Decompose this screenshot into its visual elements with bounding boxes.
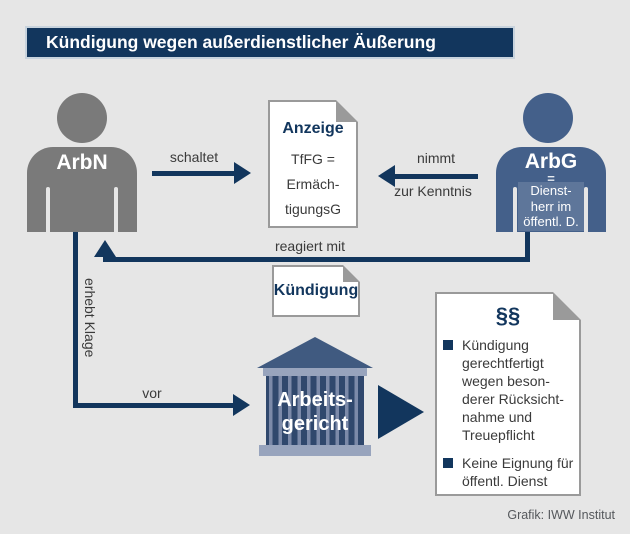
vor-arrow-line xyxy=(73,403,233,408)
nimmt-arrow-label-top: nimmt xyxy=(416,150,456,166)
page-title: Kündigung wegen außerdienstlicher Äußeru… xyxy=(25,26,515,59)
kuendigung-title: Kündigung xyxy=(273,282,359,299)
arbg-arm-gap-left xyxy=(513,187,517,232)
schaltet-arrow-label: schaltet xyxy=(169,149,219,165)
paragraphs-dogear-icon xyxy=(553,292,581,320)
reagiert-arrow-head-icon xyxy=(94,240,116,257)
anzeige-title: Anzeige xyxy=(282,120,344,137)
vor-arrow-label: vor xyxy=(142,385,162,401)
arbg-label: ArbG xyxy=(524,150,578,173)
arbg-arm-gap-right xyxy=(584,187,588,232)
court-label: Arbeits- gericht xyxy=(277,389,353,435)
court-architrave-icon xyxy=(263,368,367,376)
anzeige-body: TfFG = Ermäch- tigungsG xyxy=(284,151,342,217)
schaltet-arrow-head-icon xyxy=(234,162,251,184)
kuendigung-dogear-icon xyxy=(343,265,360,282)
arbn-arm-gap-left xyxy=(46,187,50,232)
square-bullet-icon xyxy=(443,458,453,468)
bullet-text: Kündigung gerechtfertigt wegen beson- de… xyxy=(462,337,564,443)
arbg-equals-sign: = xyxy=(547,171,555,186)
paragraphs-bullet-list: Kündigung gerechtfertigt wegen beson- de… xyxy=(443,336,575,490)
anzeige-dogear-icon xyxy=(336,100,358,122)
court-columns-icon xyxy=(266,376,364,445)
klage-arrow-vline xyxy=(73,232,78,408)
reagiert-arrow-hline xyxy=(103,257,530,262)
square-bullet-icon xyxy=(443,340,453,350)
arbn-person-body xyxy=(27,147,137,232)
anzeige-document: Anzeige TfFG = Ermäch- tigungsG xyxy=(268,100,358,228)
vor-arrow-head-icon xyxy=(233,394,250,416)
credit-text: Grafik: IWW Institut xyxy=(507,508,615,522)
court-roof-icon xyxy=(257,337,373,368)
arbg-person-icon xyxy=(523,93,573,143)
list-item: Kündigung gerechtfertigt wegen beson- de… xyxy=(443,336,575,444)
paragraphs-title: §§ xyxy=(495,303,521,328)
schaltet-arrow-line xyxy=(152,171,234,176)
arbg-sublabel: Dienst- herr im öffentl. D. xyxy=(518,182,584,231)
nimmt-arrow-label-bottom: zur Kenntnis xyxy=(394,183,472,199)
result-arrow-icon xyxy=(378,385,424,439)
nimmt-arrow-line xyxy=(395,174,478,179)
bullet-text: Keine Eignung für öffentl. Dienst xyxy=(462,455,574,489)
arbn-person-icon xyxy=(57,93,107,143)
list-item: Keine Eignung für öffentl. Dienst xyxy=(443,454,575,490)
nimmt-arrow-head-icon xyxy=(378,165,395,187)
reagiert-arrow-label: reagiert mit xyxy=(274,238,346,254)
klage-arrow-label: erhebt Klage xyxy=(82,278,98,358)
kuendigung-document: Kündigung xyxy=(272,265,360,317)
court-base-icon xyxy=(259,445,371,456)
arbn-arm-gap-right xyxy=(114,187,118,232)
paragraphs-document: §§ Kündigung gerechtfertigt wegen beson-… xyxy=(435,292,581,496)
reagiert-arrow-vline xyxy=(525,232,530,262)
arbn-label: ArbN xyxy=(56,151,108,174)
